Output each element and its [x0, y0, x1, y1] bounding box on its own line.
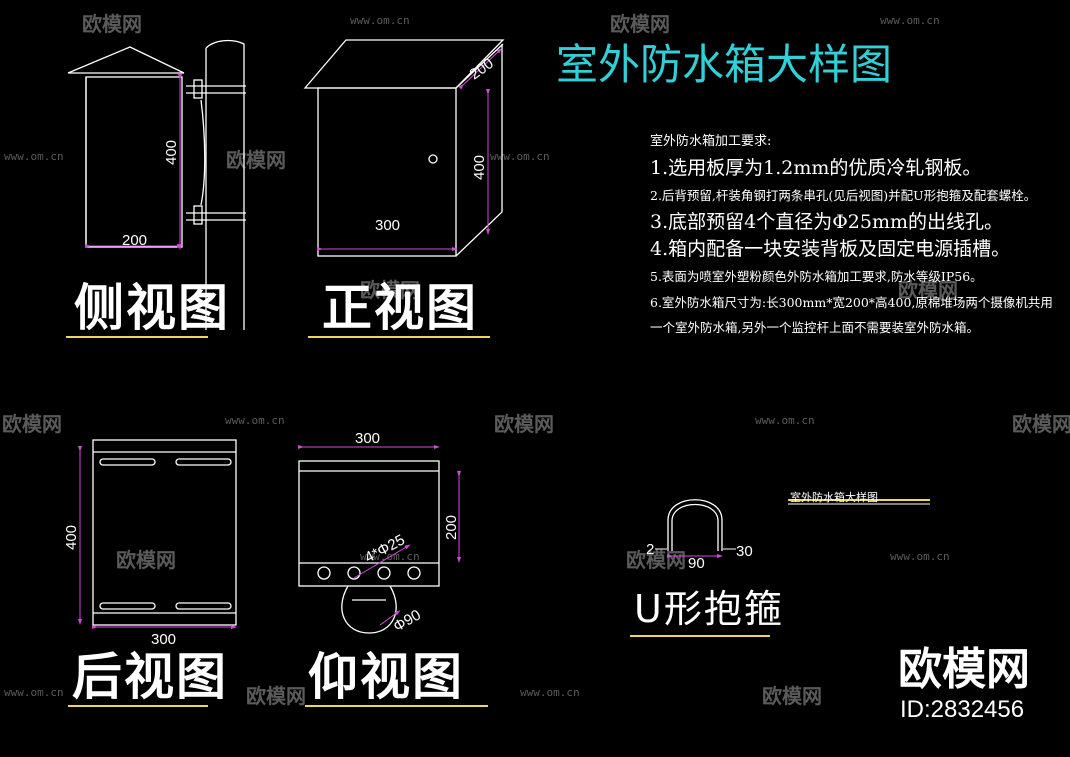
side-view-drawing [67, 39, 246, 330]
watermark-logo: 欧模网 [360, 278, 420, 302]
back-dimensions [78, 446, 237, 629]
watermark-url: www.om.cn [225, 414, 285, 427]
side-view-label: 侧视图 [74, 279, 230, 337]
front-lock [428, 154, 438, 164]
u-clamp-label: U形抱箍 [634, 587, 784, 631]
bottom-dimensions [298, 445, 461, 626]
watermark-logo: 欧模网 [762, 684, 822, 708]
bottom-hole [347, 566, 361, 580]
watermark-url: www.om.cn [890, 550, 950, 563]
watermark-url: www.om.cn [490, 150, 550, 163]
back-width-dim: 300 [151, 631, 176, 648]
back-slot [175, 602, 232, 610]
bottom-width-dim: 300 [355, 430, 380, 447]
note-item: 2.后背预留,杆装角钢打两条串孔(见后视图)并配U形抱箍及配套螺栓。 [650, 188, 1037, 203]
u-clamp-drawing [667, 499, 723, 551]
back-view-drawing [92, 439, 237, 626]
watermark-logo: 欧模网 [2, 412, 62, 436]
watermark-logo: 欧模网 [1012, 412, 1070, 436]
watermark-logo: 欧模网 [626, 548, 686, 572]
front-dimensions [317, 47, 503, 251]
back-slot [175, 458, 232, 466]
note-item: 1.选用板厚为1.2mm的优质冷轧钢板。 [650, 157, 982, 179]
watermark-url: www.om.cn [520, 686, 580, 699]
note-item: 6.室外防水箱尺寸为:长300mm*宽200*高400,原棉堆场两个摄像机共用一… [650, 295, 1053, 335]
bottom-view-drawing [298, 460, 440, 634]
bottom-box-outline [298, 460, 440, 587]
watermark-logo: 欧模网 [82, 12, 142, 36]
bottom-pipe-clamp [341, 585, 397, 634]
note-item: 3.底部预留4个直径为Φ25mm的出线孔。 [650, 211, 1004, 233]
watermark-url: www.om.cn [4, 686, 64, 699]
front-view-label: 正视图 [322, 279, 478, 337]
side-dimensions [85, 74, 183, 250]
side-width-dim: 200 [122, 232, 147, 249]
u-clamp-right-dim: 30 [736, 543, 753, 560]
u-clamp-outer [667, 499, 723, 551]
front-width-dim: 300 [375, 217, 400, 234]
note-item: 5.表面为喷室外塑粉颜色外防水箱加工要求,防水等级IP56。 [650, 269, 983, 284]
back-view-label: 后视图 [72, 648, 228, 706]
notes-heading: 室外防水箱加工要求: [650, 134, 772, 149]
bottom-hole [377, 566, 391, 580]
bottom-view-label: 仰视图 [308, 648, 464, 706]
processing-notes: 室外防水箱加工要求: 1.选用板厚为1.2mm的优质冷轧钢板。 2.后背预留,杆… [650, 128, 1060, 340]
watermark-logo: 欧模网 [610, 12, 670, 36]
watermark-url: www.om.cn [880, 14, 940, 27]
watermark-url: www.om.cn [4, 150, 64, 163]
front-box-outline [317, 87, 457, 257]
back-height-dim: 400 [63, 525, 80, 550]
watermark-url: www.om.cn [755, 414, 815, 427]
side-height-dim: 400 [163, 140, 180, 165]
front-depth-dim: 200 [467, 55, 497, 83]
bottom-hole [317, 566, 331, 580]
back-slot [99, 602, 156, 610]
small-title: 室外防水箱大样图 [790, 491, 878, 504]
watermark-url: www.om.cn [350, 14, 410, 27]
label-underlines [66, 336, 930, 707]
watermark-logo: 欧模网 [246, 684, 306, 708]
side-mounting-pole [205, 39, 245, 330]
u-clamp-inner [671, 503, 719, 551]
watermark-logo: 欧模网 [226, 148, 286, 172]
front-height-dim: 400 [471, 155, 488, 180]
bottom-holes-dim: 4*Φ25 [362, 531, 408, 566]
watermark-logo: 欧模网 [898, 278, 958, 302]
brand-id: ID:2832456 [900, 696, 1025, 723]
note-item: 4.箱内配备一块安装背板及固定电源插槽。 [650, 238, 1011, 260]
bottom-hole [407, 566, 421, 580]
page-title: 室外防水箱大样图 [556, 40, 893, 89]
brand-logo: 欧模网 [898, 644, 1030, 695]
side-roof [67, 46, 185, 74]
u-clamp-width-dim: 90 [688, 555, 705, 572]
watermark-logo: 欧模网 [494, 412, 554, 436]
bottom-depth-dim: 200 [443, 515, 460, 540]
back-box-outline [92, 439, 237, 626]
back-slot [99, 458, 156, 466]
u-clamp-left-dim: 2 [646, 541, 654, 558]
watermark-logo: 欧模网 [116, 548, 176, 572]
